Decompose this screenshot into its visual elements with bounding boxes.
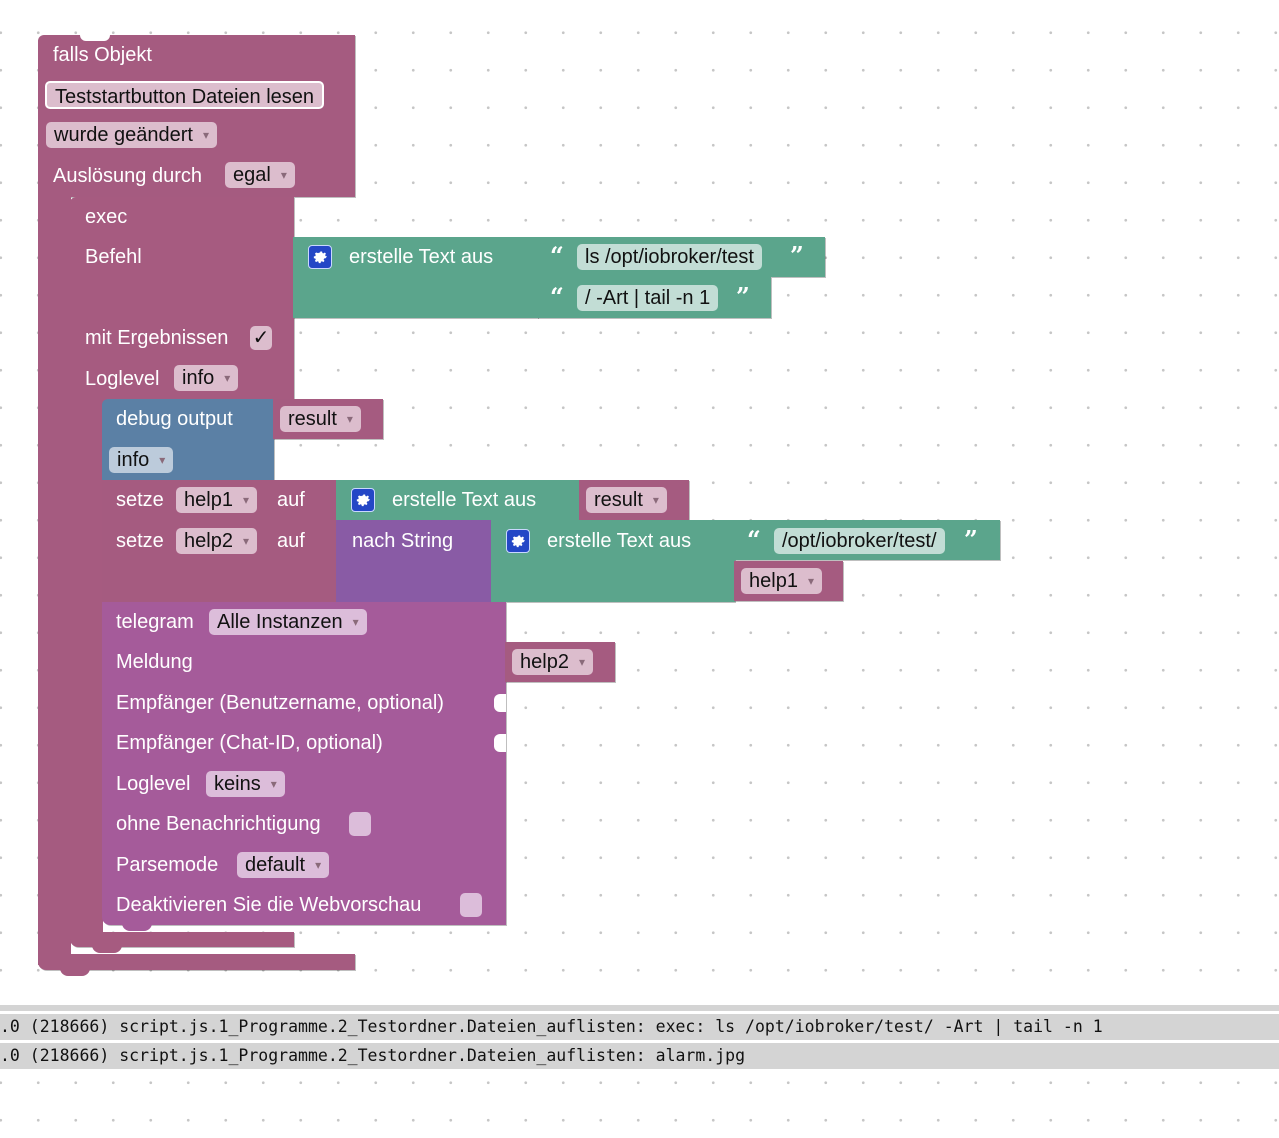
silent-checkbox[interactable] — [349, 812, 371, 836]
open-quote-icon: “ — [550, 241, 564, 270]
to-string-label: nach String — [352, 530, 454, 552]
log-panel: .0 (218666) script.js.1_Programme.2_Test… — [0, 1005, 1279, 1069]
trigger-title: falls Objekt — [53, 44, 152, 66]
variable-dropdown[interactable]: result — [280, 406, 361, 432]
parsemode-label: Parsemode — [116, 854, 219, 876]
log-line: .0 (218666) script.js.1_Programme.2_Test… — [0, 1014, 1279, 1040]
telegram-title: telegram — [116, 611, 194, 633]
to-label: auf — [277, 489, 305, 511]
command-text-join-label: erstelle Text aus — [349, 246, 494, 268]
close-quote-icon: ” — [790, 241, 804, 270]
text-join-block[interactable] — [491, 520, 735, 602]
gear-icon[interactable] — [351, 488, 375, 512]
trigger-block-spine — [38, 190, 71, 965]
text-literal-field[interactable]: / -Art | tail -n 1 — [577, 285, 719, 311]
command-text-join-block[interactable] — [293, 237, 538, 318]
recipient-chatid-input-slot[interactable] — [494, 734, 506, 752]
gear-icon[interactable] — [506, 529, 530, 553]
recipient-username-input-slot[interactable] — [494, 694, 506, 712]
debug-level-dropdown[interactable]: info — [109, 447, 174, 473]
trigger-block-footer — [38, 954, 355, 970]
with-results-checkbox[interactable]: ✓ — [250, 326, 272, 350]
disable-preview-checkbox[interactable] — [460, 893, 482, 917]
command-label: Befehl — [85, 246, 142, 268]
exec-bottom-tab — [92, 945, 122, 953]
exec-block-spine — [70, 400, 103, 940]
close-quote-icon: ” — [964, 525, 978, 554]
telegram-loglevel-label: Loglevel — [116, 773, 191, 795]
text-literal-field[interactable]: ls /opt/iobroker/test — [577, 244, 762, 270]
text-literal-field[interactable]: /opt/iobroker/test/ — [774, 528, 945, 554]
telegram-loglevel-dropdown[interactable]: keins — [206, 771, 285, 797]
disable-preview-label: Deaktivieren Sie die Webvorschau — [116, 894, 422, 916]
exec-loglevel-dropdown[interactable]: info — [174, 365, 239, 391]
top-notch — [80, 35, 110, 41]
message-label: Meldung — [116, 651, 193, 673]
open-quote-icon: “ — [550, 282, 564, 311]
exec-block-footer — [70, 932, 294, 947]
recipient-username-label: Empfänger (Benutzername, optional) — [116, 692, 444, 714]
open-quote-icon: “ — [747, 525, 761, 554]
text-join-label: erstelle Text aus — [392, 489, 537, 511]
log-panel-divider — [0, 1005, 1279, 1011]
exec-loglevel-label: Loglevel — [85, 368, 160, 390]
close-quote-icon: ” — [736, 282, 750, 311]
variable-dropdown[interactable]: help1 — [741, 568, 822, 594]
condition-dropdown[interactable]: wurde geändert — [46, 122, 218, 148]
log-line: .0 (218666) script.js.1_Programme.2_Test… — [0, 1043, 1279, 1069]
variable-dropdown[interactable]: help2 — [512, 649, 593, 675]
text-join-label: erstelle Text aus — [547, 530, 692, 552]
object-id-field[interactable]: Teststartbutton Dateien lesen — [45, 81, 325, 109]
debug-output-label: debug output — [116, 408, 233, 430]
to-string-block[interactable] — [336, 520, 492, 602]
telegram-bottom-tab — [122, 923, 152, 931]
gear-icon[interactable] — [308, 245, 332, 269]
instance-dropdown[interactable]: Alle Instanzen — [209, 609, 367, 635]
text-join-block[interactable] — [336, 480, 580, 520]
variable-dropdown[interactable]: help2 — [176, 528, 257, 554]
exec-title: exec — [85, 206, 128, 228]
bottom-tab — [60, 968, 90, 976]
trigger-block-header[interactable] — [38, 35, 355, 197]
set-label: setze — [116, 489, 164, 511]
variable-dropdown[interactable]: result — [586, 487, 667, 513]
to-label: auf — [277, 530, 305, 552]
parsemode-dropdown[interactable]: default — [237, 852, 330, 878]
variable-dropdown[interactable]: help1 — [176, 487, 257, 513]
silent-label: ohne Benachrichtigung — [116, 813, 321, 835]
recipient-chatid-label: Empfänger (Chat-ID, optional) — [116, 732, 383, 754]
with-results-label: mit Ergebnissen — [85, 327, 229, 349]
set-label: setze — [116, 530, 164, 552]
triggered-by-dropdown[interactable]: egal — [225, 162, 295, 188]
triggered-by-label: Auslösung durch — [53, 165, 202, 187]
